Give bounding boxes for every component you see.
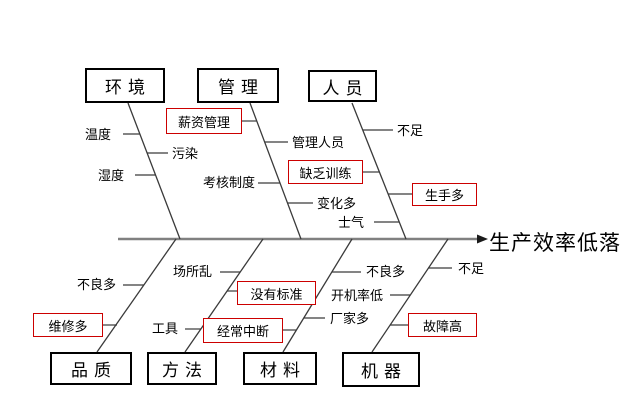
bone-quality — [96, 238, 177, 353]
main-bones — [96, 102, 449, 353]
cause-morale: 士气 — [338, 215, 365, 230]
bone-method — [184, 238, 264, 353]
effect-title: 生产效率低落 — [489, 231, 621, 255]
cause-frequent-interruption: 经常中断 — [203, 318, 283, 343]
bone-environment — [127, 102, 181, 240]
cause-messy-workplace: 场所乱 — [173, 264, 213, 279]
cause-salary-management: 薪资管理 — [166, 108, 242, 134]
cause-managers: 管理人员 — [292, 135, 345, 150]
category-box-machine: 机器 — [342, 352, 420, 387]
cause-low-uptime: 开机率低 — [331, 288, 384, 303]
cause-high-failure: 故障高 — [408, 313, 477, 337]
cause-no-standard: 没有标准 — [237, 281, 316, 305]
cause-shortage-machine: 不足 — [458, 261, 485, 276]
category-box-method: 方法 — [147, 352, 217, 385]
cause-many-changes: 变化多 — [317, 196, 357, 211]
arrowhead-icon — [477, 234, 488, 244]
cause-temperature: 温度 — [85, 127, 112, 142]
bone-personnel — [351, 102, 407, 240]
cause-tools: 工具 — [152, 321, 179, 336]
cause-shortage-personnel: 不足 — [397, 123, 424, 138]
category-box-material: 材料 — [243, 352, 317, 385]
category-box-quality: 品质 — [50, 352, 132, 385]
category-box-management: 管理 — [197, 68, 279, 103]
bone-material — [282, 238, 353, 353]
cause-many-defects-quality: 不良多 — [77, 277, 117, 292]
cause-lack-of-training: 缺乏训练 — [288, 160, 363, 184]
category-box-personnel: 人员 — [308, 70, 377, 102]
category-box-environment: 环境 — [85, 68, 165, 103]
cause-pollution: 污染 — [172, 146, 199, 161]
cause-tick-lines — [103, 120, 452, 331]
cause-many-defects-material: 不良多 — [366, 264, 406, 279]
cause-many-repairs: 维修多 — [33, 313, 103, 337]
bone-management — [249, 102, 302, 240]
cause-humidity: 湿度 — [98, 168, 125, 183]
cause-many-suppliers: 厂家多 — [330, 311, 370, 326]
cause-assessment-system: 考核制度 — [203, 175, 256, 190]
cause-many-novices: 生手多 — [412, 183, 477, 206]
